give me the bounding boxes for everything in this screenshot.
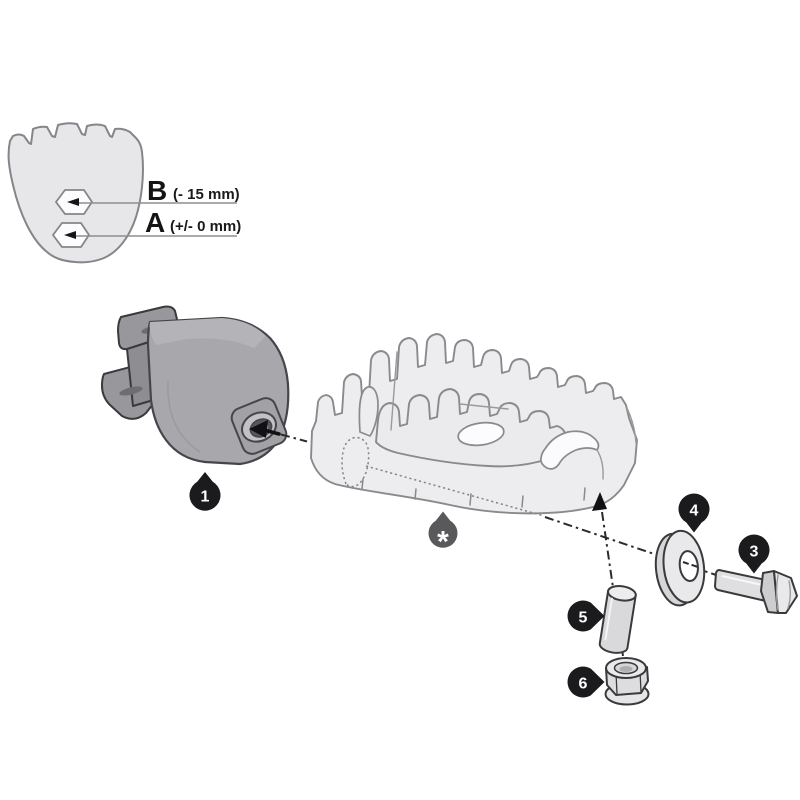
bolt-shank-highlight — [721, 575, 763, 586]
adapter-body-front-crease — [167, 381, 201, 453]
bolt-head-side-face — [760, 570, 779, 614]
label-b-value: (- 15 mm) — [173, 186, 240, 203]
callout-4-label: 4 — [690, 503, 699, 520]
bolt-head-chamfer-left — [775, 574, 779, 611]
spacer-bushing — [598, 585, 637, 654]
arrow-into-adapter — [249, 420, 281, 438]
callout-footpeg-label: * — [437, 526, 449, 559]
hidden-axis-dotted — [365, 465, 545, 517]
footpeg-ridge-line — [390, 351, 398, 431]
callout-5-label: 5 — [579, 610, 588, 627]
arrow-into-footpeg-icon — [592, 492, 607, 511]
spacer-body — [598, 590, 637, 654]
footpeg-corner-crease — [626, 407, 637, 444]
spacer-top-face — [607, 585, 637, 602]
hidden-bore-outline — [341, 436, 370, 488]
footpeg-platform-edge-line — [459, 403, 509, 410]
callout-5-pin — [567, 600, 605, 632]
flanged-nut — [604, 657, 650, 706]
callout-5: 5 — [567, 600, 605, 632]
adapter-block — [101, 305, 290, 466]
callout-3-pin — [738, 534, 770, 574]
leader-arrow-b-icon — [67, 198, 79, 206]
label-a-value: (+/- 0 mm) — [170, 218, 241, 235]
assembly-axis-adapter — [280, 433, 308, 443]
callout-footpeg-pin — [428, 511, 458, 548]
washer-hole — [678, 550, 699, 582]
footpeg-plate — [310, 333, 638, 517]
footpeg-oval-hole — [457, 421, 505, 447]
nut-hole-shadow — [619, 666, 633, 672]
arrow-into-adapter-icon — [249, 420, 268, 438]
bolt — [714, 569, 798, 614]
label-b-letter: B — [147, 175, 167, 206]
callout-4-pin — [678, 493, 710, 533]
leader-arrow-a-icon — [64, 231, 76, 239]
callout-4: 4 — [678, 493, 710, 533]
callout-3-label: 3 — [750, 544, 759, 561]
callout-6-pin — [567, 666, 605, 698]
label-a-letter: A — [145, 207, 165, 238]
bolt-head-chamfer-right — [787, 580, 791, 609]
rubber-pad: B (- 15 mm) A (+/- 0 mm) — [7, 122, 241, 264]
arrow-into-adapter-tail — [264, 428, 281, 436]
footpeg-bottom-ticks — [361, 478, 586, 508]
footpeg-right-inner-edge — [596, 449, 604, 480]
assembly-axis-bolt — [544, 516, 720, 577]
callout-3: 3 — [738, 534, 770, 574]
assembly-axis-vertical — [601, 511, 625, 664]
footpeg-kidney-hole — [540, 430, 600, 470]
washer — [654, 529, 706, 607]
callout-1-pin — [189, 472, 221, 511]
adapter-clamp-slot-bottom — [119, 386, 143, 396]
adapter-body-top-shade — [149, 318, 266, 348]
spacer-highlight — [604, 597, 613, 641]
callout-6: 6 — [567, 666, 605, 698]
callout-1: 1 — [189, 472, 221, 511]
footpeg-left-cleat — [358, 386, 379, 437]
axis-through-washer-hole — [682, 561, 699, 568]
callout-1-label: 1 — [201, 489, 210, 506]
callout-6-label: 6 — [579, 676, 588, 693]
callout-footpeg: * — [428, 511, 458, 559]
